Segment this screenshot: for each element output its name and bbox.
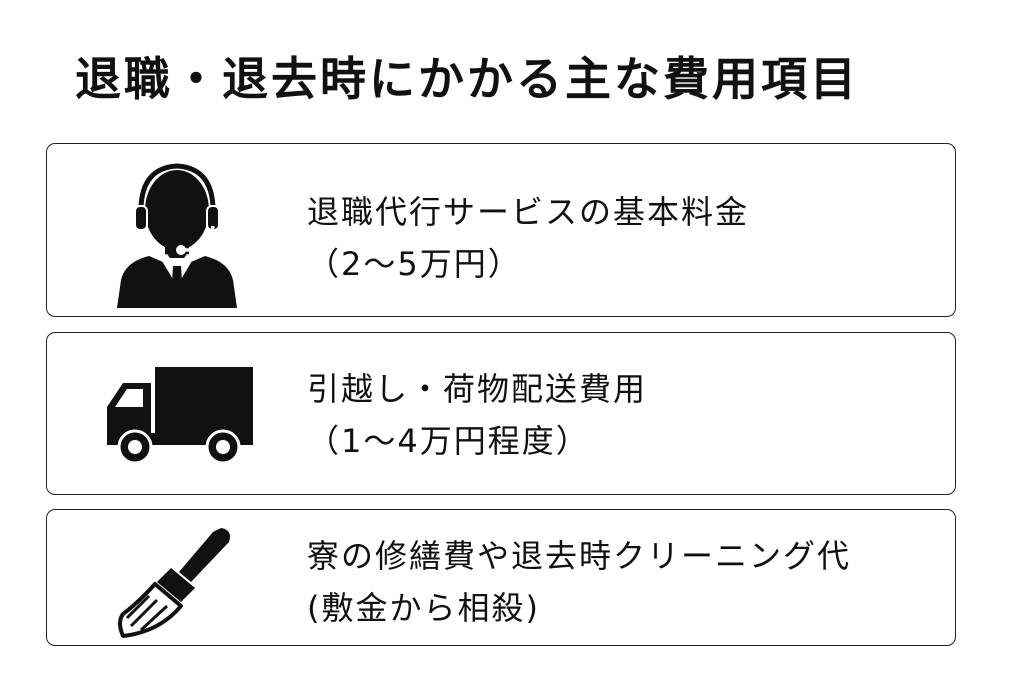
cost-item-cleaning: 寮の修繕費や退去時クリーニング代 (敷金から相殺) xyxy=(46,509,956,646)
cost-item-label: 寮の修繕費や退去時クリーニング代 xyxy=(307,537,852,575)
cleaning-brush-icon xyxy=(109,522,239,640)
page-title: 退職・退去時にかかる主な費用項目 xyxy=(75,52,859,106)
delivery-truck-icon xyxy=(103,363,259,467)
cost-item-label: 退職代行サービスの基本料金 xyxy=(307,193,750,231)
cost-item-moving: 引越し・荷物配送費用 （1〜4万円程度） xyxy=(46,332,956,495)
cost-item-price: （2〜5万円） xyxy=(307,245,522,283)
cost-item-text: 寮の修繕費や退去時クリーニング代 (敷金から相殺) xyxy=(307,530,851,634)
cost-item-price: （1〜4万円程度） xyxy=(307,422,590,460)
cost-item-label: 引越し・荷物配送費用 xyxy=(307,370,648,408)
cost-item-price: (敷金から相殺) xyxy=(307,589,540,627)
cost-item-text: 退職代行サービスの基本料金 （2〜5万円） xyxy=(307,186,749,290)
operator-headset-icon xyxy=(115,158,239,308)
cost-item-resignation-agency: 退職代行サービスの基本料金 （2〜5万円） xyxy=(46,143,956,317)
cost-item-text: 引越し・荷物配送費用 （1〜4万円程度） xyxy=(307,363,647,467)
